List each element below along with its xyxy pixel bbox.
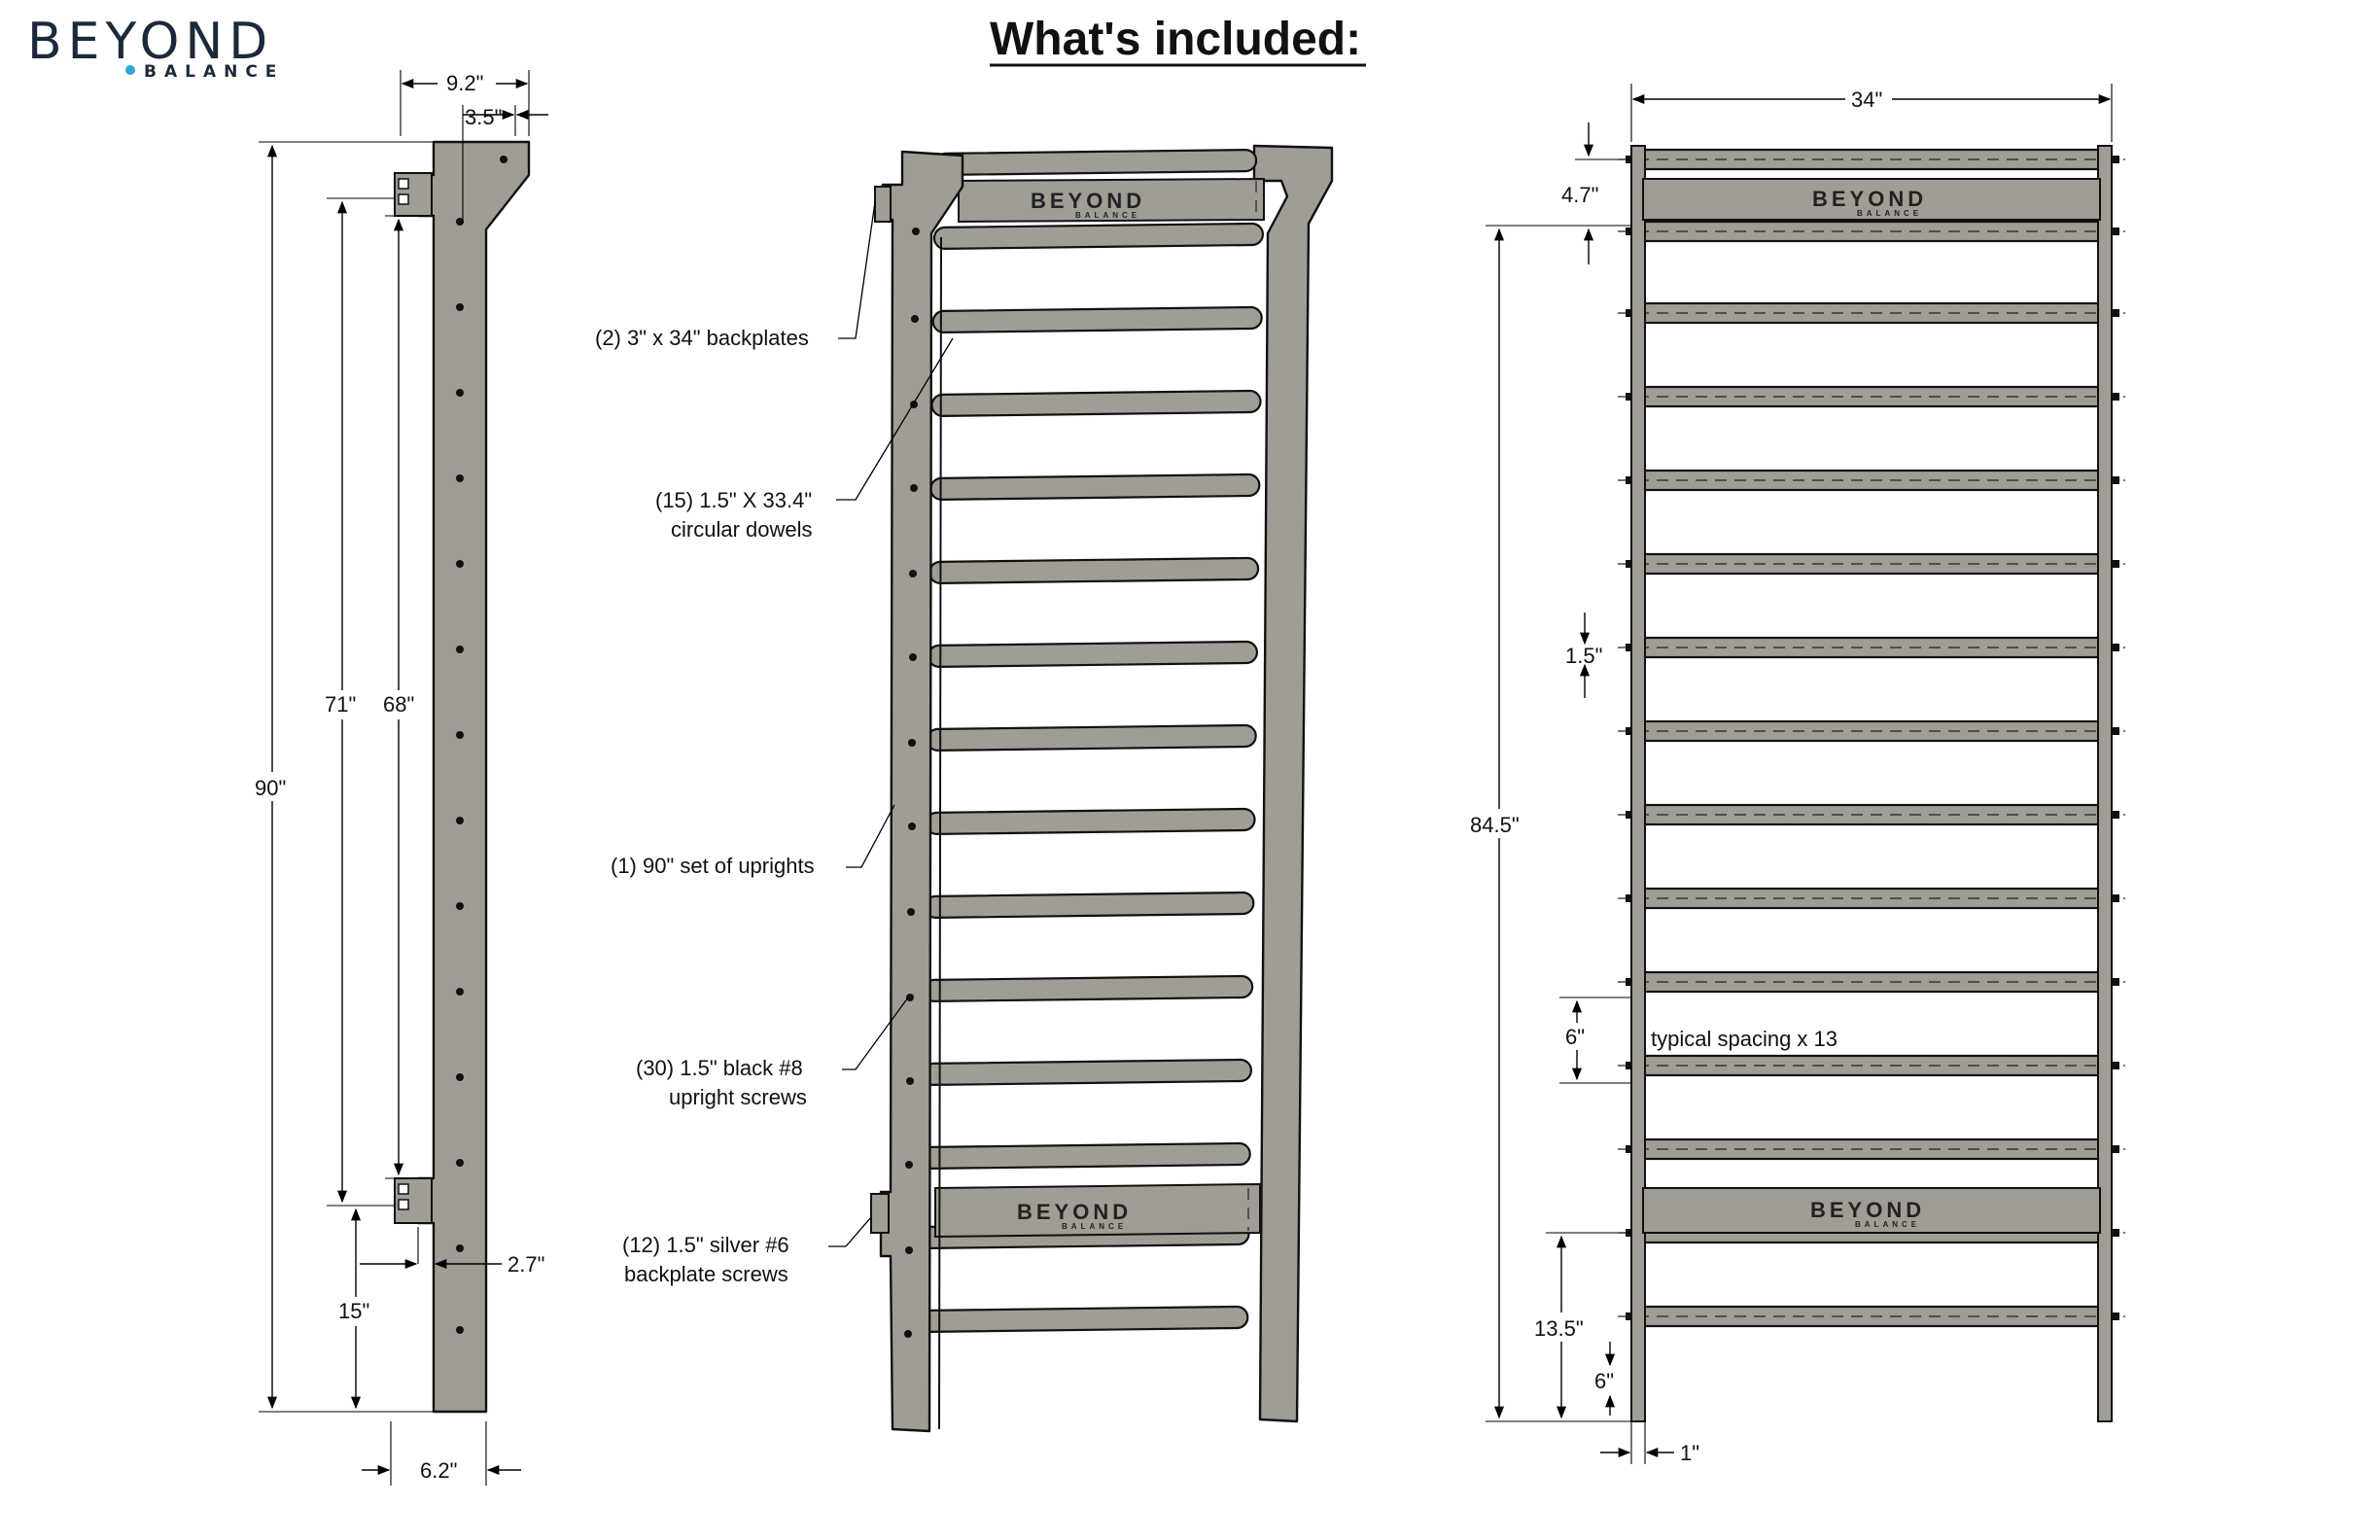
persp-dowel: [930, 389, 1262, 417]
persp-dowels: [918, 149, 1265, 1333]
dim-bottom-rise: 13.5": [1534, 1316, 1584, 1341]
dim-front-width: 34": [1851, 88, 1882, 112]
perspective-view: BEYOND BALANCE BEYOND BALANCE: [595, 144, 1334, 1433]
callout-dowels-line2: circular dowels: [671, 517, 813, 542]
dim-bottom-offset: 15": [338, 1299, 369, 1323]
side-upright: [416, 140, 531, 1414]
front-upright-right: [2097, 145, 2113, 1422]
persp-backplate-tabs: [870, 186, 892, 1234]
dim-top-width: 9.2": [446, 71, 483, 95]
callout-backplates-line1: (2) 3" x 34" backplates: [595, 326, 809, 350]
dim-front-height: 84.5": [1470, 813, 1520, 837]
side-backplate-top: [394, 172, 433, 217]
callout-backplate-screws-line2: backplate screws: [624, 1262, 788, 1286]
side-backplate-bottom: [394, 1177, 433, 1224]
callout-upright-screws: (30) 1.5" black #8 upright screws: [636, 997, 909, 1109]
callout-backplate-screws-line1: (12) 1.5" silver #6: [622, 1233, 789, 1257]
callout-upright-screws-line2: upright screws: [669, 1085, 807, 1109]
dim-backplate-inner: 68": [383, 692, 414, 717]
dim-bottom-spacing: 6": [1594, 1369, 1614, 1393]
callout-dowels-line1: (15) 1.5" X 33.4": [655, 488, 812, 512]
persp-dowel: [929, 472, 1261, 501]
callout-uprights: (1) 90" set of uprights: [611, 804, 895, 878]
persp-dowel: [928, 556, 1260, 584]
persp-dowel: [927, 640, 1259, 668]
persp-dowel: [920, 1141, 1251, 1170]
persp-dowel: [918, 1305, 1249, 1333]
side-view: 9.2" 3.5" 90" 71" 68" 15" 2.7": [249, 70, 548, 1486]
dim-backplate-outer: 71": [325, 692, 356, 717]
persp-dowel: [934, 149, 1258, 176]
persp-dowel: [926, 723, 1257, 752]
front-plate-logo-bottom-sub: BALANCE: [1855, 1220, 1920, 1229]
persp-plate-logo-bottom-sub: BALANCE: [1062, 1222, 1127, 1231]
front-plate-logo-top-sub: BALANCE: [1857, 209, 1922, 218]
logo-accent-dot: [125, 65, 135, 75]
persp-dowel: [925, 807, 1256, 835]
persp-upright-right: [1252, 144, 1334, 1423]
dim-spacing: 6": [1565, 1025, 1585, 1049]
spacing-note: typical spacing x 13: [1651, 1027, 1838, 1051]
persp-dowel: [932, 222, 1265, 250]
page-title: What's included:: [990, 14, 1361, 65]
persp-dowel: [923, 974, 1254, 1002]
callout-upright-screws-line1: (30) 1.5" black #8: [636, 1056, 803, 1080]
front-view: BEYOND BALANCE BEYOND BALANCE 34" 4.7" 8…: [1464, 84, 2125, 1465]
side-holes: [456, 156, 508, 1334]
persp-screws: [904, 228, 920, 1338]
logo-line2: BALANCE: [144, 62, 284, 82]
dim-upright-width: 1": [1680, 1441, 1699, 1465]
dim-top-offset: 3.5": [465, 105, 502, 129]
front-dowels: [1618, 148, 2125, 1328]
persp-plate-logo-bottom: BEYOND: [1017, 1200, 1132, 1224]
dim-dowel-dia: 1.5": [1565, 644, 1602, 668]
persp-backplate-bottom: BEYOND BALANCE: [934, 1182, 1261, 1239]
persp-plate-logo-top-sub: BALANCE: [1075, 211, 1140, 220]
front-backplate-bottom: BEYOND BALANCE: [1642, 1187, 2101, 1234]
callout-uprights-line1: (1) 90" set of uprights: [611, 854, 815, 878]
persp-plate-logo-top: BEYOND: [1031, 189, 1145, 213]
persp-dowel: [924, 891, 1255, 919]
callout-backplate-screws: (12) 1.5" silver #6 backplate screws: [622, 1216, 872, 1286]
dim-upright-depth: 2.7": [508, 1252, 544, 1277]
dim-bottom-width: 6.2": [420, 1458, 457, 1483]
front-upright-left: [1630, 145, 1646, 1422]
front-backplate-top: BEYOND BALANCE: [1642, 178, 2101, 221]
dim-front-top-gap: 4.7": [1561, 183, 1598, 207]
front-plate-logo-bottom: BEYOND: [1810, 1198, 1925, 1222]
logo-line1: BEYOND: [27, 13, 273, 71]
callout-dowels: (15) 1.5" X 33.4" circular dowels: [655, 337, 954, 542]
callout-backplates: (2) 3" x 34" backplates: [595, 201, 876, 350]
persp-backplate-top: BEYOND BALANCE: [958, 177, 1265, 224]
persp-upright-edge: [938, 236, 942, 1430]
persp-dowel: [921, 1058, 1253, 1086]
front-plate-logo-top: BEYOND: [1812, 187, 1927, 211]
persp-dowel: [931, 305, 1263, 333]
brand-logo: BEYOND BALANCE: [27, 13, 284, 82]
dim-total-height: 90": [255, 776, 286, 800]
